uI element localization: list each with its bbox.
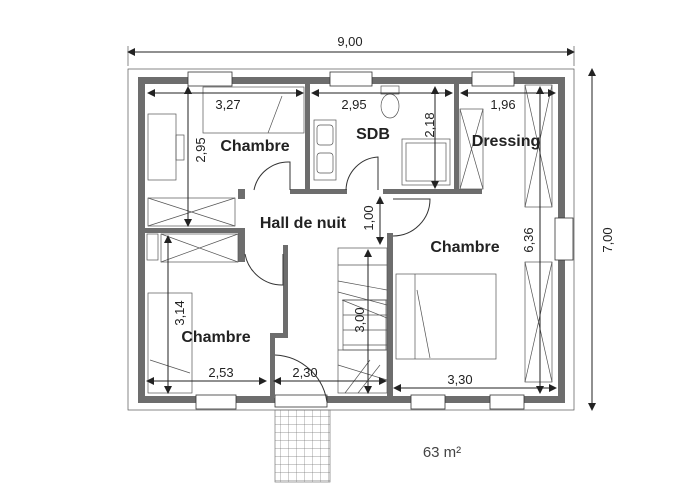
bed-chambre-2 [395,273,497,360]
room-label-sdb: SDB [356,126,390,143]
total-area: 63 m² [423,444,461,461]
room-label-chambre-2: Chambre [430,239,499,256]
dim-landing-width: 2,30 [292,365,317,380]
room-dimension-lines [146,86,557,394]
dim-stairs-length: 3,00 [352,307,367,332]
dim-chambre-2-width: 3,30 [447,372,472,387]
exterior-outline [127,68,575,411]
dim-chambre-1-width: 3,27 [215,97,240,112]
room-label-chambre-1: Chambre [220,138,289,155]
windows [187,71,574,410]
overall-depth-label: 7,00 [600,227,615,252]
room-label-chambre-3: Chambre [181,329,250,346]
entry-grating [274,409,331,483]
door-swings [244,156,431,403]
dim-chambre-3-depth: 3,14 [172,300,187,325]
double-sink [313,119,337,181]
dim-chambre-3-width: 2,53 [208,365,233,380]
bed-chambre-1 [202,86,305,134]
interior-walls [145,84,482,398]
dim-chambre-1-depth: 2,95 [193,137,208,162]
overall-width-label: 9,00 [337,34,362,49]
toilet [380,93,400,119]
overall-width-dimension [127,46,575,66]
room-label-hall: Hall de nuit [260,215,347,232]
wardrobe-2 [160,233,239,263]
desk [147,113,177,181]
shower [401,138,451,186]
dim-dressing-width: 1,96 [490,97,515,112]
dim-hall-depth: 1,00 [361,205,376,230]
dim-sdb-width: 2,95 [341,97,366,112]
dim-sdb-depth: 2,18 [422,112,437,137]
dressing-rack [459,108,484,190]
exterior-walls [138,77,565,403]
room-label-dressing: Dressing [472,133,540,150]
dim-chambre-2-depth: 6,36 [521,227,536,252]
